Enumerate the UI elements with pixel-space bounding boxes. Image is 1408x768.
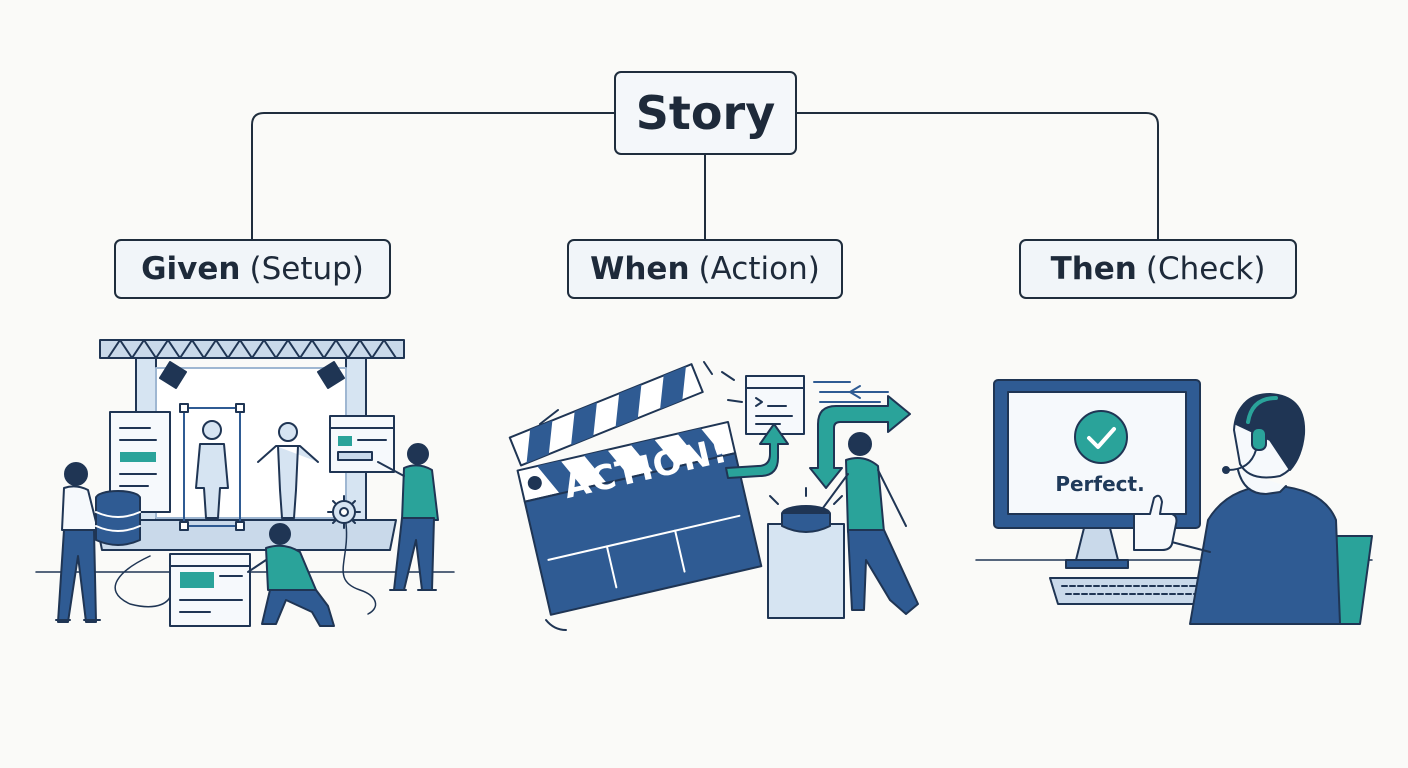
person-pressing-button	[819, 432, 919, 615]
layout-panel-icon	[169, 553, 251, 627]
speed-lines	[813, 381, 889, 403]
actor-figure-icon	[257, 422, 319, 519]
when-node: When (Action)	[567, 239, 843, 299]
action-illustration	[508, 361, 919, 631]
cable	[114, 555, 171, 608]
push-button-pedestal	[767, 487, 845, 619]
spotlight-icon	[159, 361, 345, 389]
then-keyword: Then	[1050, 251, 1137, 287]
when-detail: (Action)	[698, 251, 820, 287]
stage-setup-illustration	[35, 339, 455, 627]
then-detail: (Check)	[1145, 251, 1266, 287]
connector-then	[797, 112, 1159, 239]
given-keyword: Given	[141, 251, 241, 287]
clapper-arm	[508, 363, 704, 467]
then-node: Then (Check)	[1019, 239, 1297, 299]
clapperboard-icon	[516, 420, 763, 616]
monitor-message: Perfect.	[1055, 472, 1145, 496]
arrow-icon	[725, 395, 911, 489]
person-with-headset	[1133, 393, 1341, 625]
person-carrying-database	[55, 462, 141, 623]
cable	[342, 523, 377, 615]
given-node: Given (Setup)	[114, 239, 391, 299]
check-circle-icon	[1074, 410, 1128, 464]
connector-given	[251, 112, 614, 239]
story-label: Story	[635, 86, 776, 140]
story-node: Story	[614, 71, 797, 155]
thumbs-up-icon	[1133, 494, 1178, 551]
database-icon	[95, 490, 141, 546]
tree-connectors	[251, 112, 1159, 239]
person-adjusting-screen	[377, 443, 439, 591]
selected-figure-icon	[179, 403, 245, 531]
browser-panel-icon	[329, 415, 395, 473]
person-assembling-panel	[169, 523, 335, 627]
check-illustration	[975, 379, 1373, 625]
stage-backdrop	[155, 367, 347, 519]
gear-icon	[327, 495, 361, 529]
given-detail: (Setup)	[249, 251, 364, 287]
headset-icon	[1222, 396, 1278, 474]
when-keyword: When	[590, 251, 690, 287]
